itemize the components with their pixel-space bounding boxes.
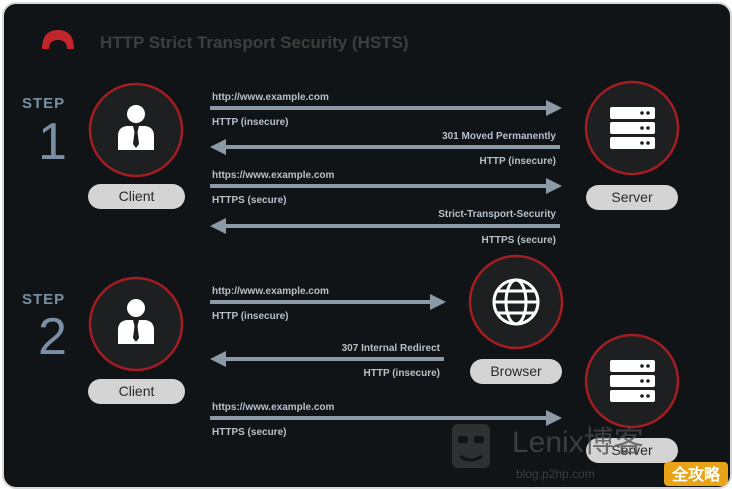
server-1-pill (586, 185, 678, 210)
message-5-text: http://www.example.com (212, 286, 329, 297)
server-1-node (584, 80, 680, 176)
message-5-protocol: HTTP (insecure) (212, 311, 289, 322)
server-icon (610, 360, 655, 402)
watermark: Lenix博客 blog.p2hp.com (452, 424, 644, 481)
message-3-text: https://www.example.com (212, 170, 335, 181)
server-2-label: Server (611, 442, 653, 458)
message-4-arrow: Strict-Transport-Security HTTPS (secure) (210, 209, 560, 246)
browser-label: Browser (490, 363, 542, 379)
message-4-text: Strict-Transport-Security (438, 209, 556, 220)
user-icon (118, 105, 154, 150)
client-1-label: Client (119, 188, 155, 204)
browser-pill (470, 359, 562, 384)
watermark-badge-text: 全攻略 (671, 465, 721, 484)
step-2-number: 2 (38, 308, 67, 366)
message-6-arrow: 307 Internal Redirect HTTP (insecure) (210, 343, 444, 379)
globe-icon (492, 278, 540, 326)
message-7-arrow: https://www.example.com HTTPS (secure) (210, 402, 562, 438)
message-3-arrow: https://www.example.com HTTPS (secure) (210, 170, 562, 206)
message-7-text: https://www.example.com (212, 402, 335, 413)
message-1-arrow: http://www.example.com HTTP (insecure) (210, 92, 562, 128)
client-2-pill (88, 379, 185, 404)
watermark-badge: 全攻略 (664, 462, 728, 486)
step-2-label: STEP (22, 291, 65, 308)
client-2-node (88, 276, 184, 372)
client-2-label: Client (119, 383, 155, 399)
message-2-protocol: HTTP (insecure) (480, 156, 557, 167)
message-2-text: 301 Moved Permanently (442, 131, 556, 142)
watermark-url: blog.p2hp.com (516, 467, 595, 481)
step-1-number: 1 (38, 113, 67, 171)
server-2-node (584, 333, 680, 429)
user-icon (118, 299, 154, 344)
page-title: HTTP Strict Transport Security (HSTS) (100, 33, 409, 52)
step-1-label: STEP (22, 95, 65, 112)
message-1-text: http://www.example.com (212, 92, 329, 103)
server-icon (610, 107, 655, 149)
server-2-pill (586, 438, 678, 463)
browser-node (468, 254, 564, 350)
hsts-diagram: HTTP Strict Transport Security (HSTS) ST… (22, 30, 728, 486)
server-1-label: Server (611, 189, 653, 205)
message-2-arrow: 301 Moved Permanently HTTP (insecure) (210, 131, 560, 167)
message-6-text: 307 Internal Redirect (342, 343, 441, 354)
watermark-brand: Lenix博客 (512, 426, 644, 459)
message-4-protocol: HTTPS (secure) (482, 235, 556, 246)
logo-icon (42, 30, 74, 49)
mascot-icon (452, 424, 490, 468)
client-1-node (88, 82, 184, 178)
message-3-protocol: HTTPS (secure) (212, 195, 286, 206)
message-1-protocol: HTTP (insecure) (212, 117, 289, 128)
message-7-protocol: HTTPS (secure) (212, 427, 286, 438)
client-1-pill (88, 184, 185, 209)
message-6-protocol: HTTP (insecure) (364, 368, 441, 379)
message-5-arrow: http://www.example.com HTTP (insecure) (210, 286, 446, 322)
